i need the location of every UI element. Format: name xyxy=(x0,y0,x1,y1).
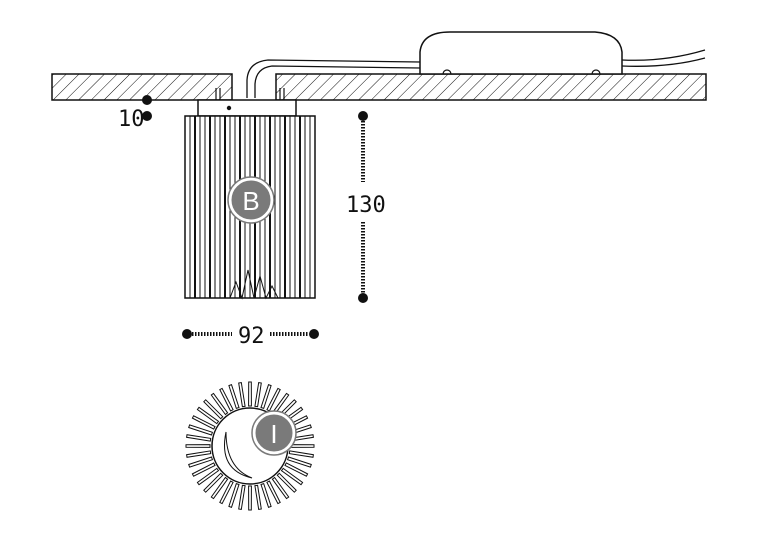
radial-fin xyxy=(289,444,315,448)
radial-fin xyxy=(271,476,290,500)
radial-fin xyxy=(276,472,297,493)
radial-fin xyxy=(185,444,211,448)
badge-i: I xyxy=(251,410,297,456)
cable-to-driver-inner xyxy=(254,65,421,98)
radial-fin xyxy=(196,467,220,486)
radial-fin xyxy=(266,387,281,412)
badge-b: B xyxy=(227,176,275,224)
luminaire-top-view xyxy=(185,381,315,511)
radial-fin xyxy=(219,480,234,505)
driver-box xyxy=(419,31,623,75)
collar-screw xyxy=(226,105,232,111)
radial-fin xyxy=(203,399,224,420)
radial-fin xyxy=(203,472,224,493)
mounting-collar xyxy=(197,99,297,117)
radial-fin xyxy=(191,415,216,430)
radial-fin xyxy=(228,482,240,508)
dim-diameter: 92 xyxy=(182,324,319,349)
radial-fin xyxy=(196,406,220,425)
radial-fin xyxy=(284,462,309,477)
radial-fin xyxy=(260,384,272,410)
radial-fin xyxy=(248,485,252,511)
radial-fin xyxy=(228,384,240,410)
dim-height-label: 130 xyxy=(346,193,386,218)
radial-fin xyxy=(186,434,212,442)
ceiling-slab-right xyxy=(275,73,707,101)
badge-b-label: B xyxy=(242,186,259,216)
radial-fin xyxy=(248,381,252,407)
cable-mains-2 xyxy=(621,57,706,67)
radial-fin xyxy=(254,382,262,408)
spring-clips xyxy=(215,88,285,100)
radial-fin xyxy=(188,456,214,468)
dim-diameter-label: 92 xyxy=(238,324,265,349)
radial-fin xyxy=(238,382,246,408)
radial-fin xyxy=(210,392,229,416)
driver-clip-right xyxy=(591,69,601,75)
radial-fin xyxy=(286,456,312,468)
driver-clip-left xyxy=(442,69,452,75)
radial-fin xyxy=(260,482,272,508)
cables xyxy=(246,49,706,98)
ceiling-slab xyxy=(51,73,707,101)
heatsink-fins xyxy=(189,116,311,298)
badge-i-label: I xyxy=(270,419,277,449)
ceiling-slab-left xyxy=(51,73,233,101)
radial-fin xyxy=(210,476,229,500)
dim-recess-label: 10 xyxy=(118,107,145,132)
heatsink-base-teeth xyxy=(229,269,279,300)
radial-fin xyxy=(254,484,262,510)
radial-fin xyxy=(288,450,314,458)
radial-fin xyxy=(280,467,304,486)
radial-fin xyxy=(188,424,214,436)
cable-mains-1 xyxy=(621,49,706,61)
radial-fin xyxy=(238,484,246,510)
radial-fin xyxy=(219,387,234,412)
radial-fin xyxy=(191,462,216,477)
radial-fin xyxy=(266,480,281,505)
dim-height: 130 xyxy=(346,111,386,303)
dim-recess: 10 xyxy=(118,95,152,132)
cable-to-driver xyxy=(246,59,421,98)
top-view-lens-shadow xyxy=(224,431,253,479)
radial-fin xyxy=(186,450,212,458)
